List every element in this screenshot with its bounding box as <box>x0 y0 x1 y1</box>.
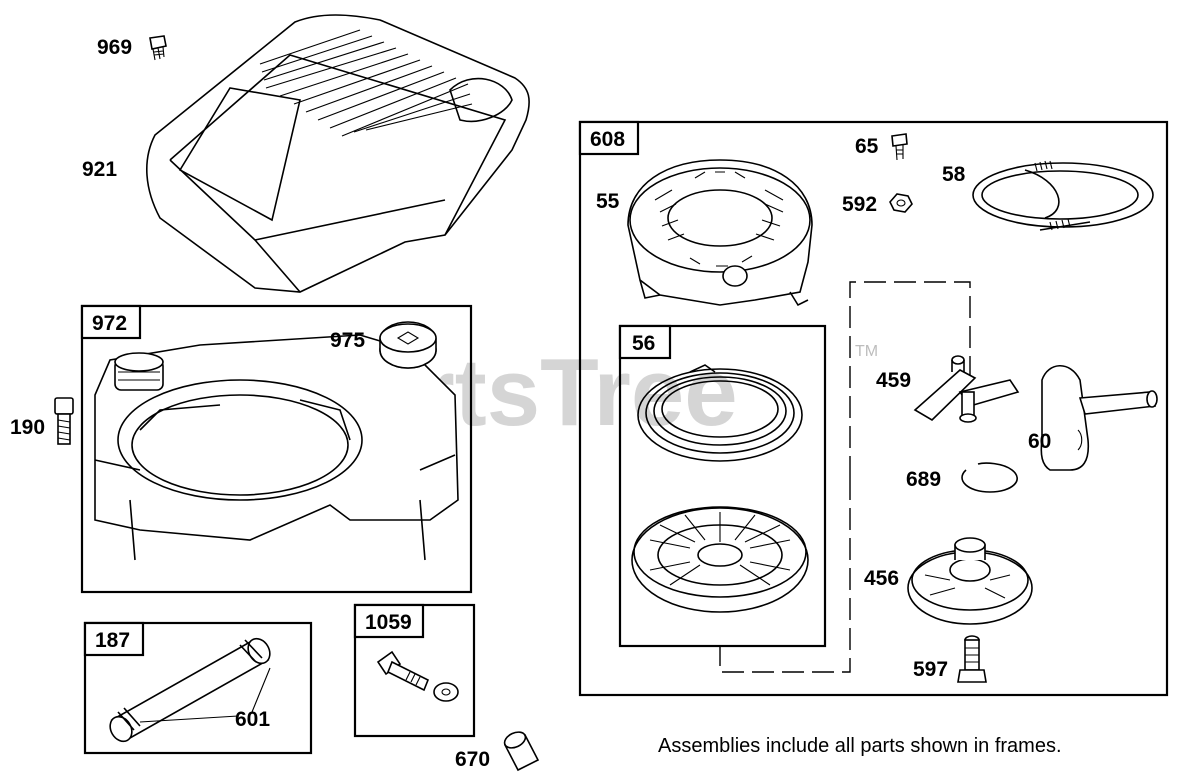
frame-972 <box>80 304 473 594</box>
frame-label-972: 972 <box>92 312 127 335</box>
dashed-connector-upper <box>849 281 971 478</box>
starter-rope-part[interactable] <box>972 160 1154 231</box>
label-65: 65 <box>855 135 879 158</box>
ratchet-cup-part[interactable] <box>907 537 1033 625</box>
label-689: 689 <box>906 468 941 491</box>
label-975: 975 <box>330 329 365 352</box>
stud-bolt-part[interactable] <box>376 650 459 702</box>
label-597: 597 <box>913 658 948 681</box>
label-670: 670 <box>455 748 490 771</box>
starter-pulley-part[interactable] <box>631 506 809 613</box>
frame-56 <box>618 324 827 648</box>
label-190: 190 <box>10 416 45 439</box>
blower-housing-part[interactable] <box>146 14 530 293</box>
rewind-spring-part[interactable] <box>637 364 803 462</box>
retaining-ring-part[interactable] <box>961 462 1018 493</box>
starter-housing-part[interactable] <box>627 159 813 307</box>
label-55: 55 <box>596 190 620 213</box>
dashed-connector-lower <box>719 478 851 673</box>
fuel-tank-part[interactable] <box>94 334 459 561</box>
screw-969-part[interactable] <box>149 35 167 61</box>
starter-handle-part[interactable] <box>1040 364 1158 471</box>
frame-label-187: 187 <box>95 629 130 652</box>
label-456: 456 <box>864 567 899 590</box>
frame-label-56: 56 <box>632 332 655 355</box>
label-60: 60 <box>1028 430 1051 453</box>
bushing-670-part[interactable] <box>502 729 540 772</box>
nut-592-part[interactable] <box>889 193 913 213</box>
label-601: 601 <box>235 708 270 731</box>
frame-tag-1059 <box>353 603 425 639</box>
frame-label-608: 608 <box>590 128 625 151</box>
pawl-459-part[interactable] <box>913 355 1020 423</box>
frame-608 <box>578 120 1169 697</box>
label-58: 58 <box>942 163 966 186</box>
screw-597-part[interactable] <box>957 635 987 683</box>
label-592: 592 <box>842 193 877 216</box>
label-921: 921 <box>82 158 117 181</box>
frame-tag-56 <box>618 324 672 360</box>
footnote: Assemblies include all parts shown in fr… <box>658 735 1062 757</box>
label-459: 459 <box>876 369 911 392</box>
frame-187 <box>83 621 313 755</box>
label-969: 969 <box>97 36 132 59</box>
frame-tag-608 <box>578 120 640 156</box>
frame-label-1059: 1059 <box>365 611 412 634</box>
fuel-line-part[interactable] <box>106 635 274 746</box>
frame-tag-972 <box>80 304 142 340</box>
bolt-190-part[interactable] <box>54 397 74 445</box>
screw-65-part[interactable] <box>891 133 908 161</box>
watermark-trademark: TM <box>855 343 878 360</box>
fuel-cap-part[interactable] <box>379 321 437 369</box>
leader-601 <box>139 667 271 723</box>
frame-tag-187 <box>83 621 145 657</box>
